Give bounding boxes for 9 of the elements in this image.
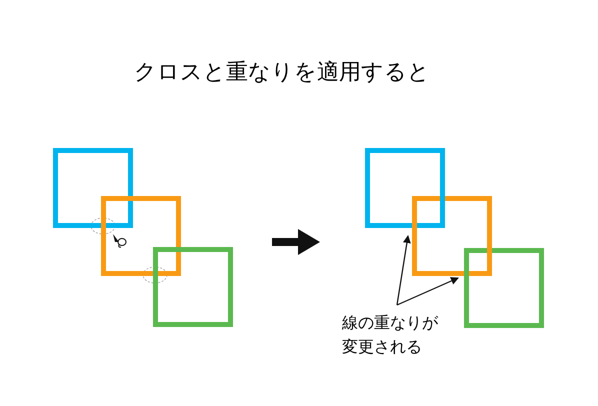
square-outline <box>101 196 181 276</box>
leader-line <box>396 235 411 306</box>
square-outline <box>464 248 544 328</box>
square-outline <box>53 148 133 228</box>
square-outline <box>365 148 445 228</box>
square-outline <box>153 247 233 327</box>
leader-line <box>396 277 459 306</box>
title: クロスと重なりを適用すると <box>133 59 431 87</box>
square-outline <box>412 196 492 276</box>
